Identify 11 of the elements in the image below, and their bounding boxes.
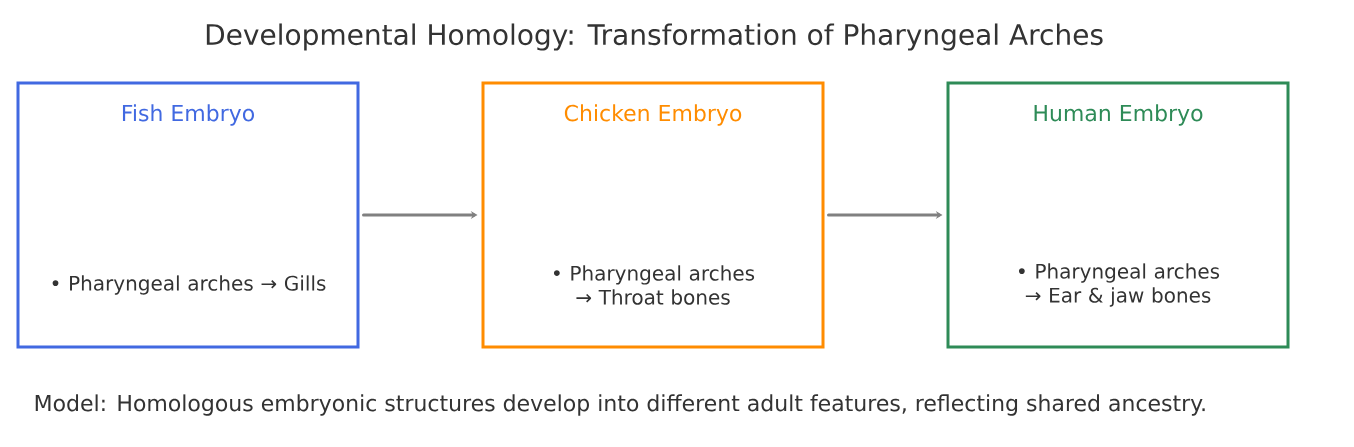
embryo-box [481,81,825,349]
box-heading: Chicken Embryo [564,104,742,126]
bullet-text: • Pharyngeal arches → Ear & jaw bones [1018,263,1220,307]
box-heading: Fish Embryo [122,104,254,126]
embryo-box [16,81,360,349]
embryo-box [946,81,1290,349]
title: Developmental Homology: Transformation of Pharyngeal Arches [206,23,1103,51]
bullet-text: • Pharyngeal arches → Gills [52,275,326,295]
bullet-text: • Pharyngeal arches → Throat bones [553,265,755,305]
box-heading: Human Embryo [1034,104,1203,126]
caption: Model: Homologous embryonic structures develop into different adult features, reflecting shared ancestry. [35,394,1205,416]
